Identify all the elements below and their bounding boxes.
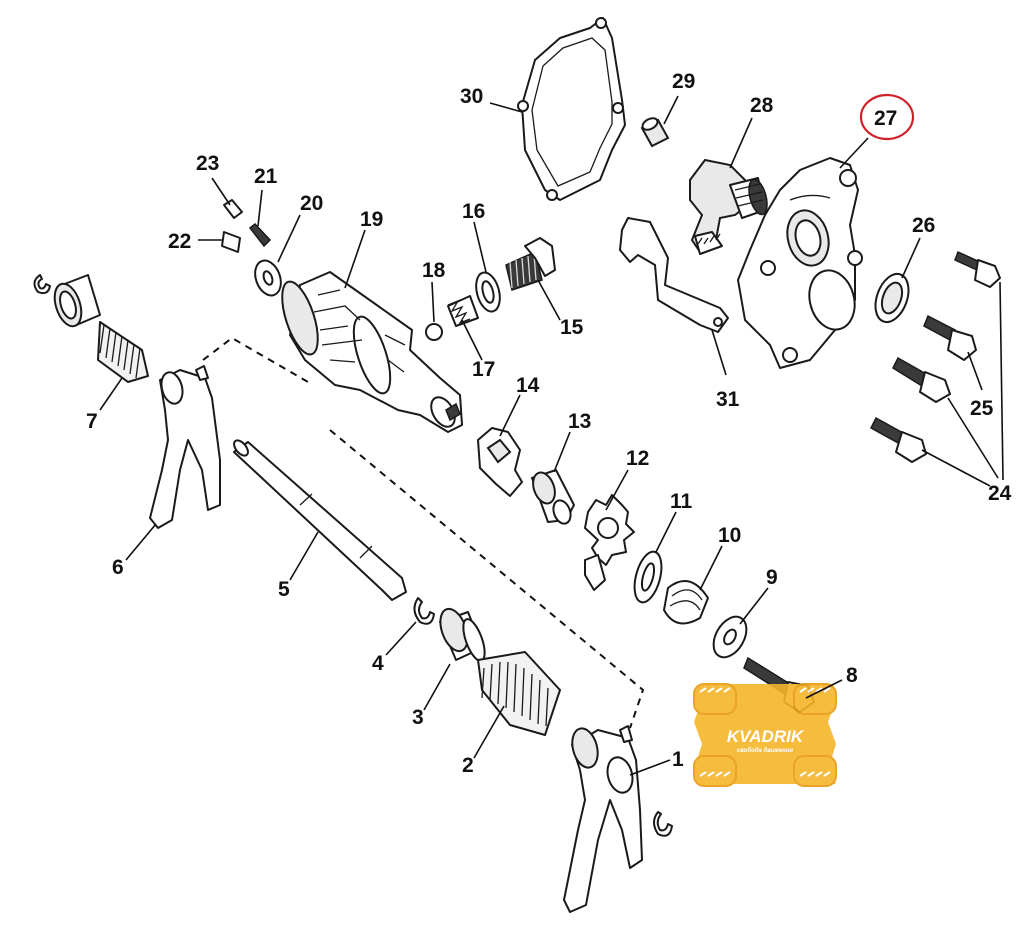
- label-14: 14: [516, 374, 540, 397]
- part-20-washer: [254, 259, 282, 297]
- label-22: 22: [168, 230, 191, 253]
- part-5-shaft: [233, 439, 407, 601]
- part-18-ball: [425, 323, 443, 341]
- watermark-brand: KVADRIK: [727, 727, 805, 746]
- part-19-shift-drum: [281, 271, 463, 433]
- part-7-spacer: [53, 274, 101, 328]
- label-26: 26: [912, 214, 935, 237]
- kvadrik-watermark-logo: KVADRIK свобода движения: [693, 683, 837, 787]
- part-17-spring: [447, 295, 479, 327]
- part-23-cap: [223, 199, 243, 219]
- label-29: 29: [672, 70, 695, 93]
- part-13-collar: [531, 469, 575, 525]
- part-10-spring: [663, 579, 709, 625]
- label-25: 25: [970, 397, 994, 420]
- part-7-spring: [97, 321, 149, 383]
- part-27-cover: [737, 157, 863, 369]
- label-4: 4: [372, 652, 384, 675]
- part-21-spring: [248, 222, 272, 248]
- label-21: 21: [254, 165, 278, 188]
- label-2: 2: [462, 754, 474, 777]
- part-24-bolt-c: [870, 416, 927, 463]
- part-11-washer: [633, 550, 663, 604]
- label-18: 18: [422, 259, 446, 282]
- part-30-gasket: [517, 17, 626, 201]
- label-16: 16: [462, 200, 485, 223]
- part-26-oil-seal: [874, 272, 910, 324]
- label-30: 30: [460, 85, 483, 108]
- label-28: 28: [750, 94, 774, 117]
- label-12: 12: [626, 447, 649, 470]
- label-23: 23: [196, 152, 219, 175]
- part-1-shift-fork: [563, 725, 643, 913]
- part-6-shift-fork: [149, 365, 221, 529]
- label-13: 13: [568, 410, 591, 433]
- part-2-spring: [477, 651, 561, 736]
- part-4-circlip: [413, 597, 435, 625]
- part-24-bolt-b: [892, 356, 951, 403]
- part-31-bracket: [619, 217, 729, 333]
- highlight-ring-27: [859, 93, 915, 141]
- label-27: 27: [874, 107, 897, 130]
- label-6: 6: [112, 556, 124, 579]
- part-14-cam-plate: [477, 427, 523, 497]
- part-1-circlip: [653, 811, 673, 837]
- label-11: 11: [670, 490, 693, 513]
- label-24: 24: [988, 482, 1012, 505]
- label-15: 15: [560, 316, 584, 339]
- label-3: 3: [412, 706, 424, 729]
- part-28-shift-shaft: [689, 158, 768, 255]
- label-8: 8: [846, 664, 858, 687]
- label-10: 10: [718, 524, 741, 547]
- part-3-spacer: [439, 607, 486, 662]
- label-17: 17: [472, 358, 495, 381]
- part-15-plug-bolt: [505, 237, 556, 291]
- label-19: 19: [360, 208, 383, 231]
- label-20: 20: [300, 192, 323, 215]
- leader-lines: [99, 95, 1004, 776]
- part-16-washer: [475, 271, 501, 313]
- part-9-washer: [712, 615, 748, 659]
- part-number-labels: 30 29 28 27 26 25 24 31 23 22 21 20 19 1…: [86, 70, 1012, 777]
- label-7: 7: [86, 410, 98, 433]
- part-29-dowel-pin: [640, 117, 670, 148]
- label-1: 1: [672, 748, 684, 771]
- part-24-bolt-a: [954, 250, 1001, 288]
- assembly-dashed-lines: [202, 336, 645, 729]
- label-9: 9: [766, 566, 778, 589]
- watermark-tagline: свобода движения: [737, 747, 794, 754]
- label-31: 31: [716, 388, 740, 411]
- part-22-screw: [198, 231, 241, 253]
- label-5: 5: [278, 578, 290, 601]
- part-12-gear: [584, 494, 635, 591]
- part-7-circlip: [33, 274, 51, 295]
